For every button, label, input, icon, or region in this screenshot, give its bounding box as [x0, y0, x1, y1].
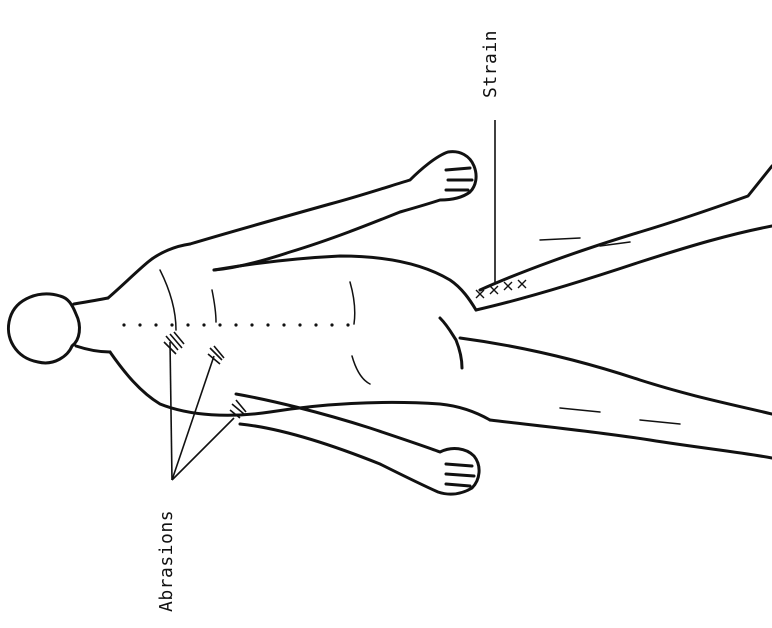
crotch-outline: [440, 318, 462, 368]
strain-label: Strain: [480, 30, 501, 98]
left-hand-detail: [446, 464, 474, 486]
leg-muscle-detail: [540, 238, 680, 424]
abrasions-label: Abrasions: [156, 510, 177, 612]
abrasion-mark-2: [208, 346, 224, 364]
spine-dots: [122, 323, 349, 326]
abrasion-mark-1: [164, 332, 184, 354]
left-leg-outline: [460, 338, 772, 458]
abrasion-marks: [164, 332, 246, 418]
right-hand-detail: [446, 168, 472, 190]
torso-upper-outline: [108, 244, 190, 298]
abrasions-leader-line-2: [172, 356, 214, 480]
head-outline: [8, 294, 79, 363]
leader-lines: [170, 120, 495, 480]
back-muscle-detail: [160, 270, 370, 384]
torso-right-outline: [214, 256, 476, 310]
torso-left-outline: [110, 352, 490, 420]
right-arm-outline: [190, 152, 476, 270]
right-leg-outline: [476, 166, 772, 310]
left-arm-outline: [236, 394, 479, 494]
abrasions-leader-line-3: [172, 418, 234, 480]
abrasions-leader-line-1: [170, 342, 172, 480]
